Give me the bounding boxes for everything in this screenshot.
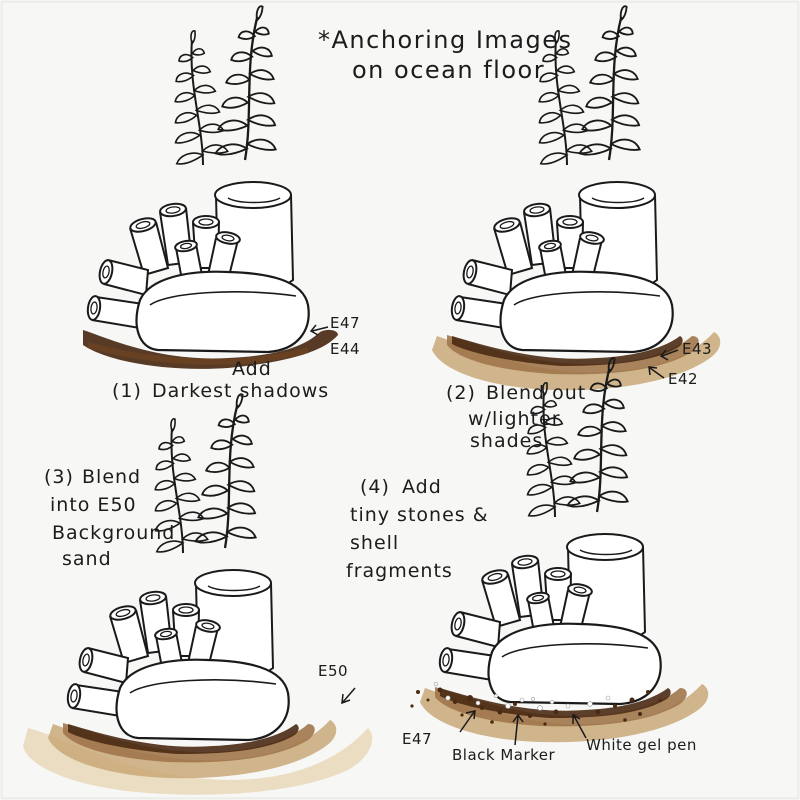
marker-label-white-gel-pen: White gel pen xyxy=(586,736,697,754)
page-title-line-2: on ocean floor xyxy=(352,56,546,84)
stones-and-shell-fragments xyxy=(410,681,662,726)
step-1-caption-add: Add xyxy=(232,358,272,380)
marker-label-black-marker: Black Marker xyxy=(452,746,556,764)
step-4-caption-line-4: fragments xyxy=(346,560,453,582)
step-4-caption-line-1: Add xyxy=(402,476,442,498)
pointer-arrow-icon xyxy=(459,710,587,746)
step-4-number: (4) xyxy=(360,476,390,498)
step-1-number: (1) xyxy=(112,380,142,402)
step-3-number: (3) xyxy=(44,466,74,488)
marker-label-e44: E44 xyxy=(330,340,361,358)
step-1-caption-line-2: Darkest shadows xyxy=(152,380,330,402)
page-title-line-1: *Anchoring Images xyxy=(318,26,573,54)
marker-label-e50: E50 xyxy=(318,662,349,680)
pointer-arrow-icon xyxy=(341,687,356,705)
step-4-caption-line-3: shell xyxy=(350,532,400,554)
marker-label-e43: E43 xyxy=(682,340,713,358)
step-2-caption-line-1: Blend out xyxy=(486,382,587,404)
step-2-caption-line-2: w/lighter xyxy=(468,408,561,430)
step-4-caption-line-2: tiny stones & xyxy=(350,504,489,526)
step-2-number: (2) xyxy=(446,382,476,404)
marker-label-e47-step-4: E47 xyxy=(402,730,433,748)
step-3-caption-line-3: Background xyxy=(52,522,176,544)
marker-label-e42: E42 xyxy=(668,370,699,388)
step-3-caption-line-4: sand xyxy=(62,548,112,570)
pointer-arrow-icon xyxy=(648,349,679,379)
step-3-caption-line-2: into E50 xyxy=(50,494,137,516)
pointer-arrow-icon xyxy=(309,324,329,336)
marker-label-e47: E47 xyxy=(330,314,361,332)
step-3-caption-line-1: Blend xyxy=(82,466,142,488)
step-2-caption-line-3: shades xyxy=(470,430,544,452)
